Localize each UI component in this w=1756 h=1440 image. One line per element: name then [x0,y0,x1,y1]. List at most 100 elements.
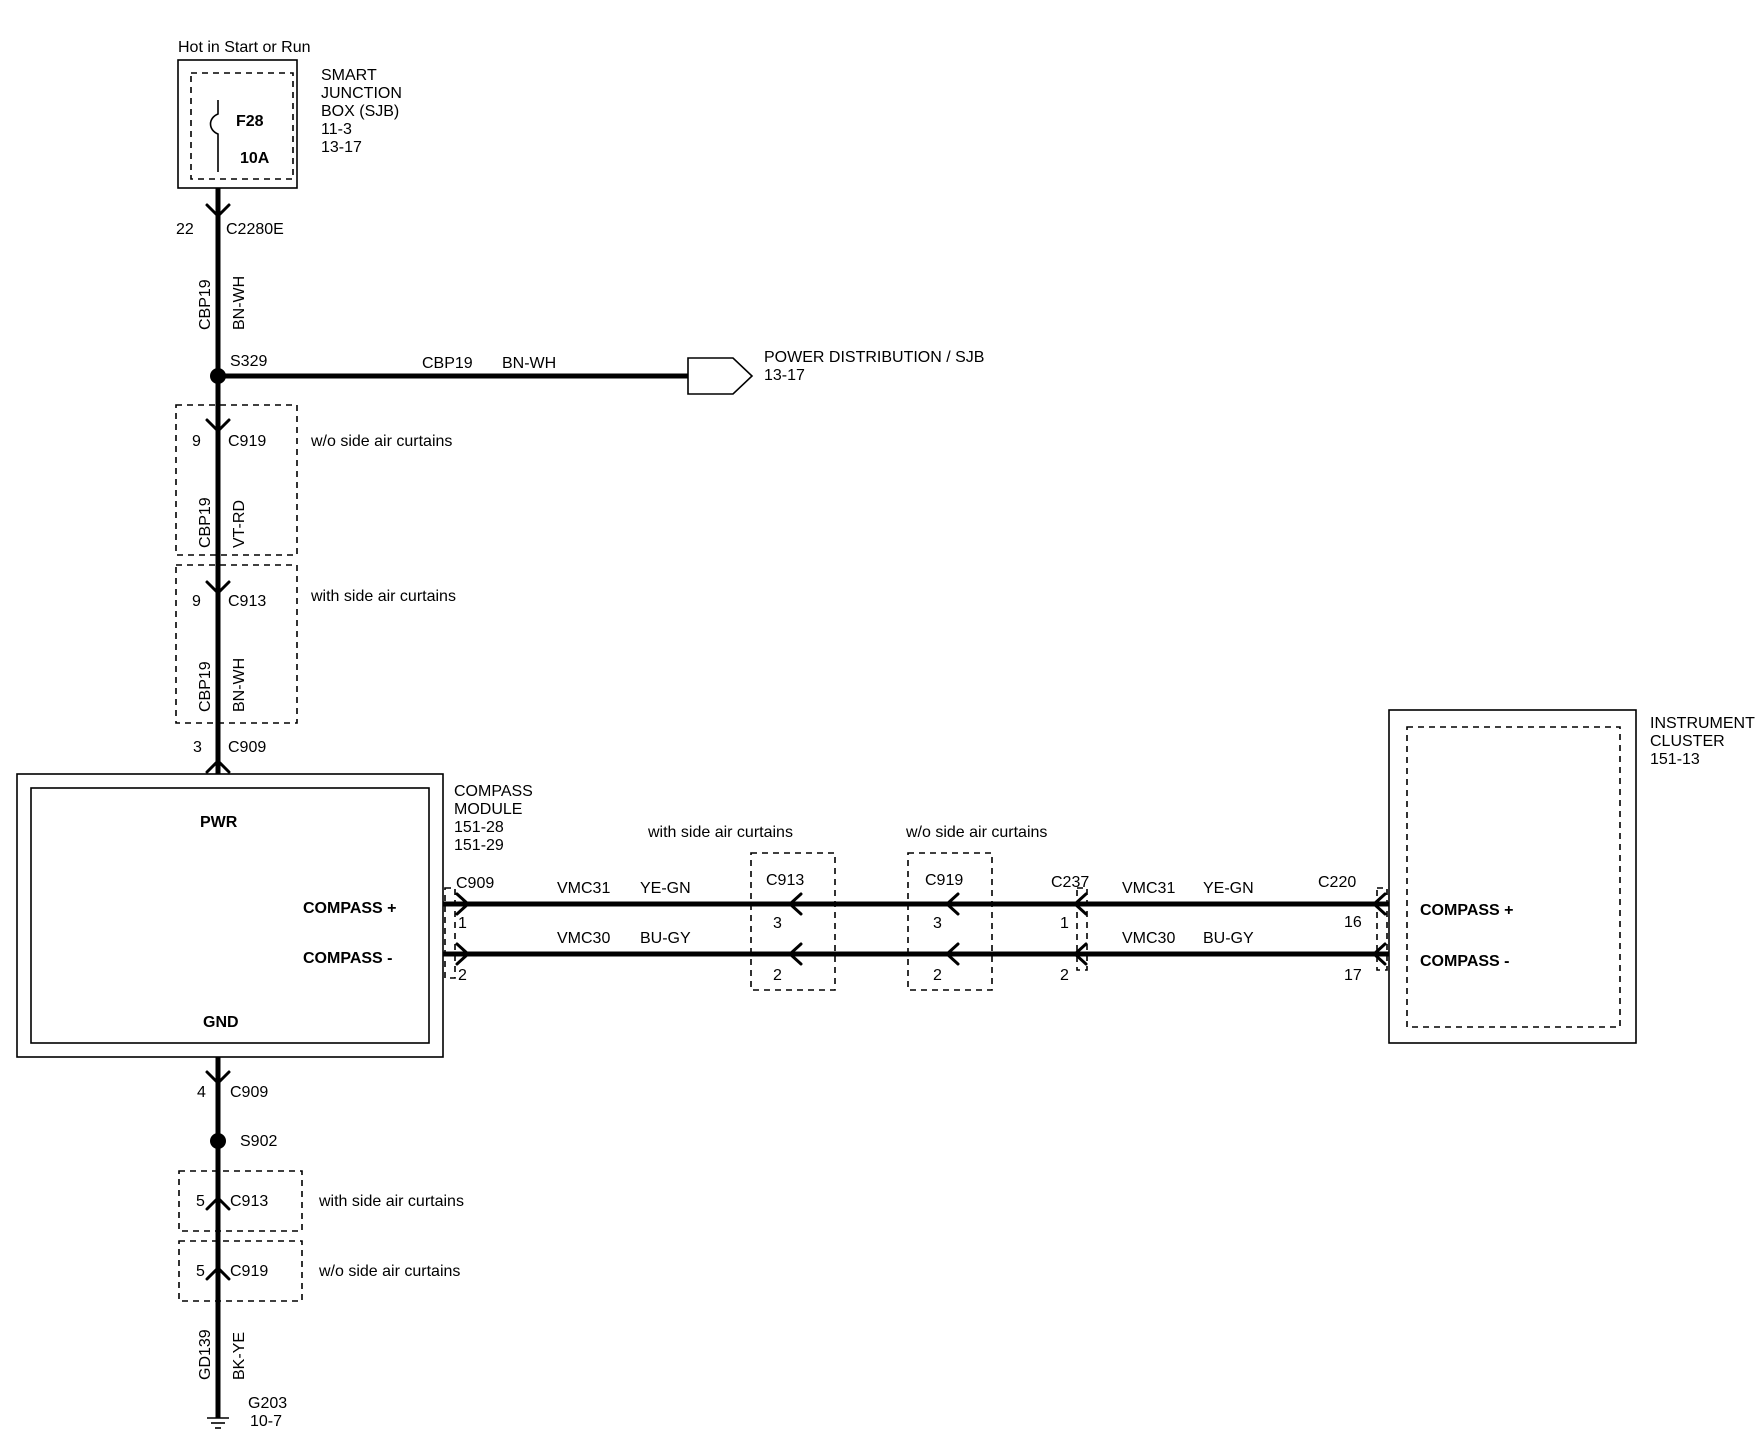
c913-lower-arrow [205,1196,231,1211]
c2280e-arrow [205,203,231,218]
sjb-hot-label: Hot in Start or Run [178,39,311,56]
c919-upper-circuit: CBP19 [197,497,214,548]
wire-circuit-cbp19-top: CBP19 [197,279,214,330]
c909-gnd-pin: 4 [197,1084,206,1101]
c913-mid-plus-arrow [788,892,803,916]
signal-minus-color-left: BU-GY [640,930,691,947]
compass-module-name2: MODULE [454,801,522,818]
splice-s902-dot [210,1133,226,1149]
c220-plus-arrow [1372,892,1387,916]
c919-upper-color: VT-RD [231,500,248,548]
instrument-cluster-inner [1406,726,1621,1028]
c909-gnd-arrow [205,1070,231,1085]
instrument-cluster-cplus: COMPASS + [1420,902,1514,919]
compass-module-name1: COMPASS [454,783,533,800]
compass-module-cplus: COMPASS + [303,900,397,917]
compass-module: COMPASS MODULE 151-28 151-29 PWR GND COM… [16,773,533,1058]
c237-connector: C237 1 2 [1051,874,1089,984]
c909-pwr-arrow [205,759,231,774]
c237-plus-arrow [1073,892,1088,916]
c919-mid-pin-minus: 2 [933,967,942,984]
c919-upper-connector: 9 C919 w/o side air curtains CBP19 VT-RD [175,404,452,556]
ground-wire-circuit: GD139 [197,1329,214,1380]
c913-upper-color: BN-WH [231,658,248,712]
ground-ref: 10-7 [250,1413,282,1430]
c220-outline [1376,887,1388,971]
c913-upper-outline [175,564,298,724]
signal-plus-color-left: YE-GN [640,880,691,897]
c913-lower-outline [178,1170,303,1232]
compass-module-ref2: 151-29 [454,837,504,854]
signal-plus-circuit-right: VMC31 [1122,880,1175,897]
c919-upper-label: C919 [228,433,266,450]
sjb-ref2: 13-17 [321,139,362,156]
sjb-outline [177,59,298,189]
sjb-name-line3: BOX (SJB) [321,103,399,120]
c913-upper-circuit: CBP19 [197,661,214,712]
sjb-name-line2: JUNCTION [321,85,402,102]
c909-gnd-label: C909 [230,1084,268,1101]
power-distribution-ref: 13-17 [764,367,805,384]
c220-label: C220 [1318,874,1356,891]
fuse-label: F28 [236,113,264,130]
instrument-cluster-outline [1388,709,1637,1044]
c237-outline [1076,887,1088,971]
instrument-cluster-ref: 151-13 [1650,751,1700,768]
fuse-amps: 10A [240,150,270,167]
branch-circuit: CBP19 [422,355,473,372]
c913-mid-label: C913 [766,872,804,889]
c919-mid-connector: w/o side air curtains C919 3 2 [905,824,1047,991]
signal-minus-color-right: BU-GY [1203,930,1254,947]
instrument-cluster-name1: INSTRUMENT [1650,715,1755,732]
c237-minus-arrow [1073,942,1088,966]
ground-label: G203 [248,1395,287,1412]
compass-module-pin-plus: 1 [458,915,467,932]
splice-s902-label: S902 [240,1133,277,1150]
c913-upper-label: C913 [228,593,266,610]
c237-pin-minus: 2 [1060,967,1069,984]
power-distribution-label: POWER DISTRIBUTION / SJB [764,349,984,366]
c913-mid-minus-arrow [788,942,803,966]
c2280e-pin: 22 [176,221,194,238]
ground-wire-color: BK-YE [231,1332,248,1380]
sjb-ref1: 11-3 [321,121,352,138]
signal-minus-circuit-left: VMC30 [557,930,610,947]
compass-module-c909: C909 [456,875,494,892]
c237-label: C237 [1051,874,1089,891]
c913-lower-note: with side air curtains [318,1193,464,1210]
c919-mid-plus-arrow [945,892,960,916]
c220-pin-minus: 17 [1344,967,1362,984]
instrument-cluster-cminus: COMPASS - [1420,953,1509,970]
signal-plus-circuit-left: VMC31 [557,880,610,897]
c919-lower-note: w/o side air curtains [318,1263,460,1280]
signal-plus-color-right: YE-GN [1203,880,1254,897]
power-distribution-connector [687,357,754,395]
c913-upper-arrow [205,580,231,595]
c919-mid-minus-arrow [945,942,960,966]
c919-mid-label: C919 [925,872,963,889]
fuse-symbol [209,100,219,172]
c919-lower-pin: 5 [196,1263,205,1280]
c913-mid-connector: with side air curtains C913 3 2 [647,824,836,991]
instrument-cluster-name2: CLUSTER [1650,733,1725,750]
c919-mid-note: w/o side air curtains [905,824,1047,841]
splice-s329-label: S329 [230,353,267,370]
compass-module-pwr: PWR [200,814,238,831]
c919-upper-arrow [205,418,231,433]
smart-junction-box: Hot in Start or Run SMART JUNCTION BOX (… [177,39,402,189]
c220-minus-arrow [1372,942,1387,966]
c909-minus-arrow [455,942,470,966]
c919-lower-connector: 5 C919 w/o side air curtains [178,1240,460,1302]
c913-lower-pin: 5 [196,1193,205,1210]
c913-upper-note: with side air curtains [310,588,456,605]
c913-lower-label: C913 [230,1193,268,1210]
c220-pin-plus: 16 [1344,914,1362,931]
sjb-inner-outline [190,72,294,180]
c913-mid-note: with side air curtains [647,824,793,841]
c913-lower-connector: 5 C913 with side air curtains [178,1170,464,1232]
sjb-name-line1: SMART [321,67,377,84]
c909-pwr-pin: 3 [193,739,202,756]
compass-module-c909-outline [444,887,456,979]
signal-minus-circuit-right: VMC30 [1122,930,1175,947]
